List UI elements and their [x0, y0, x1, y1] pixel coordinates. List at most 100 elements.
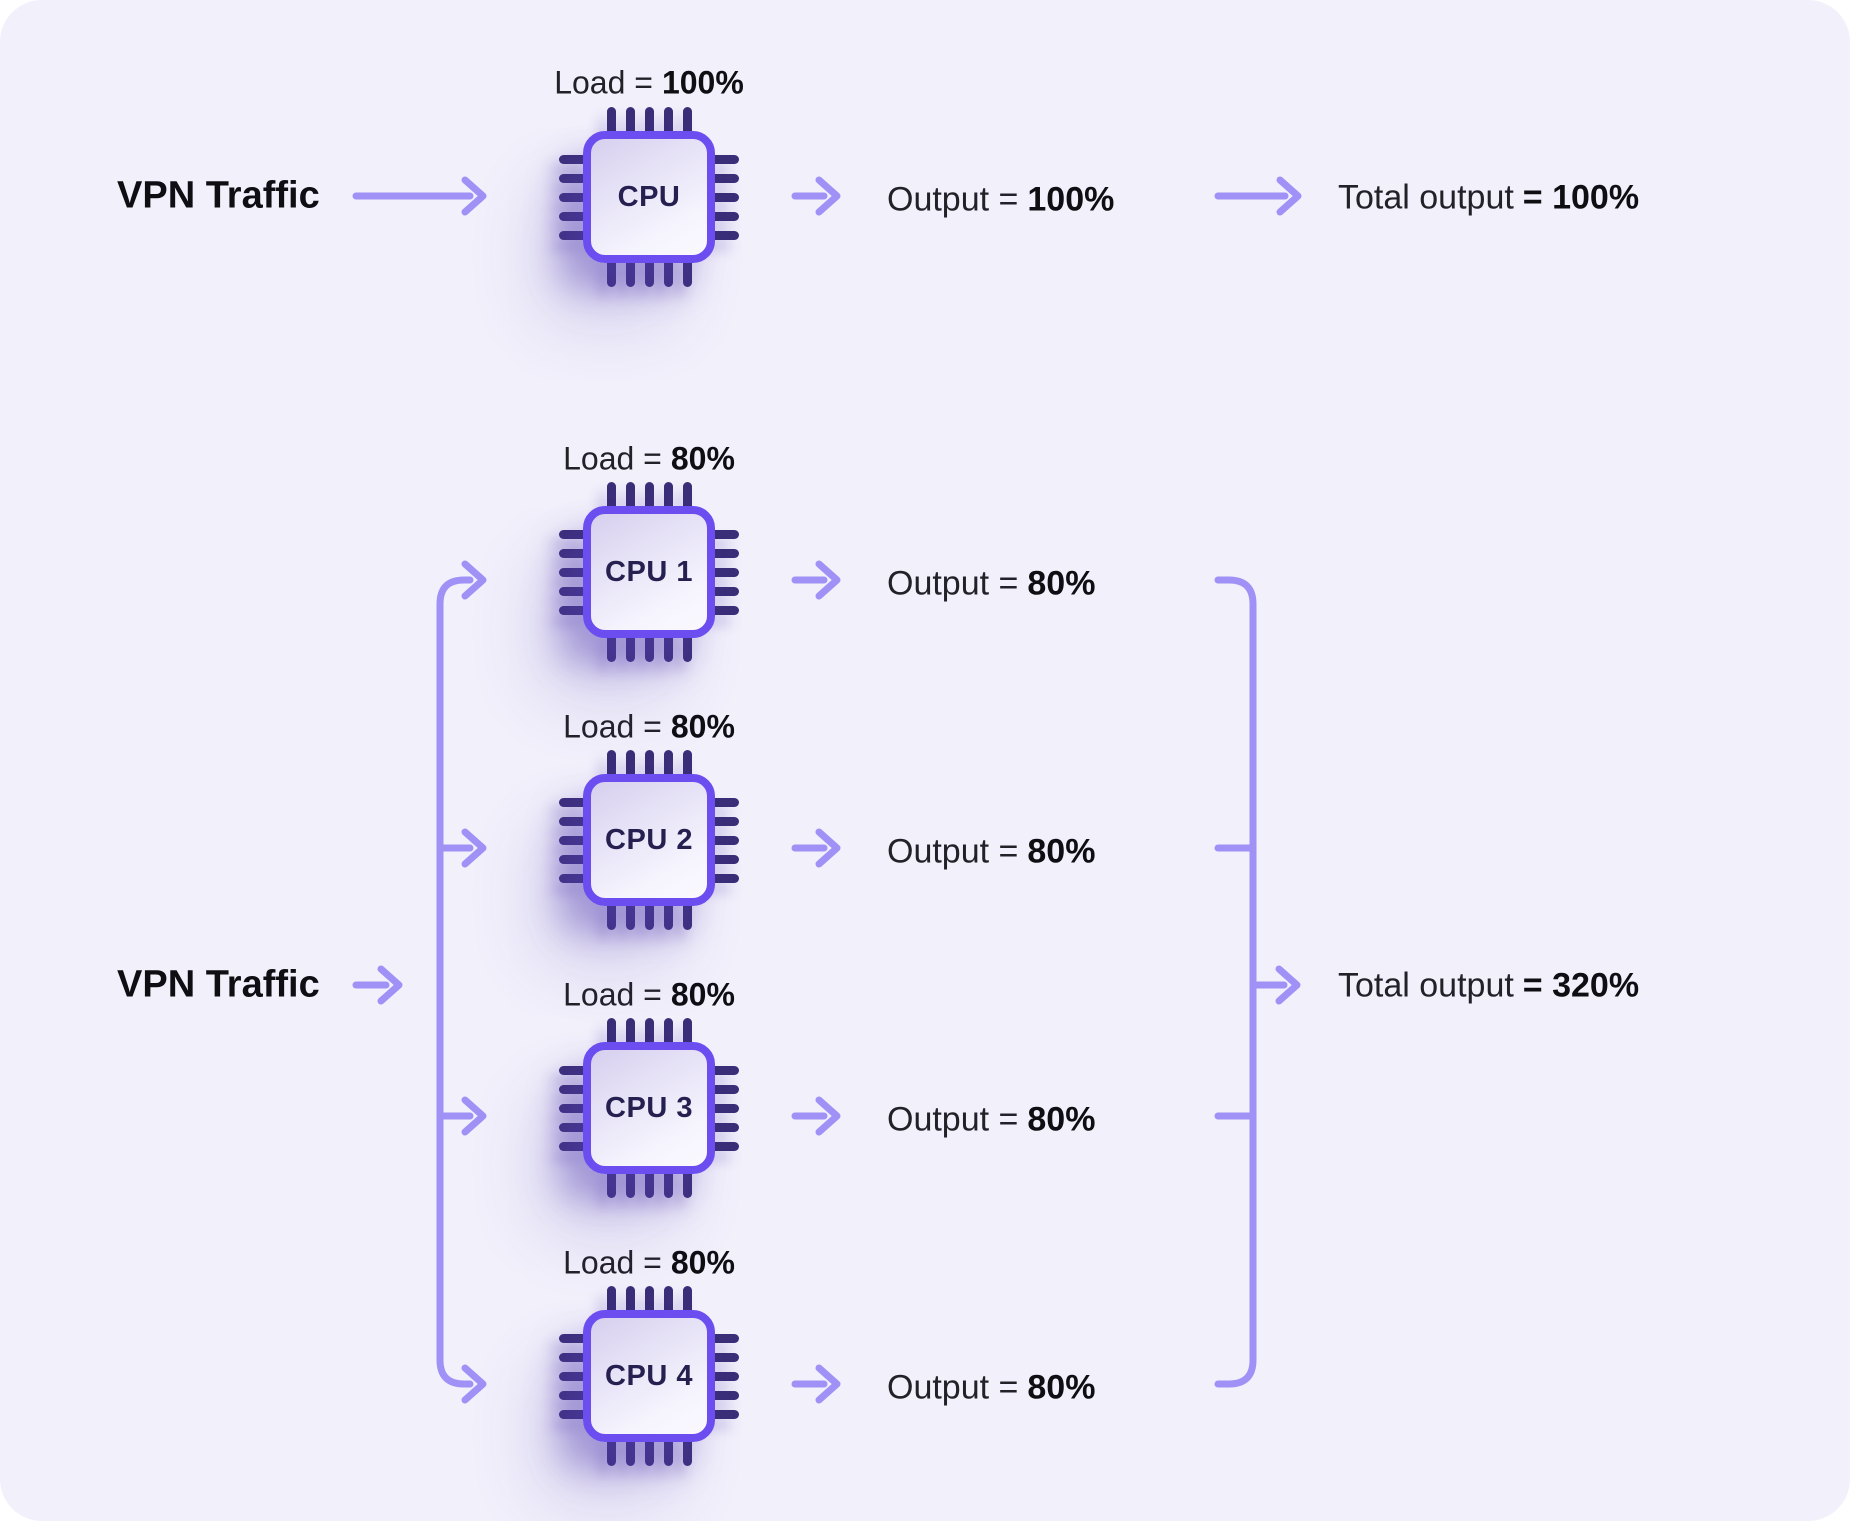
chip-pin	[559, 192, 589, 202]
load-label-cpu-4: Load =80%	[563, 1245, 735, 1282]
load-text: Load =	[563, 1244, 662, 1281]
output-value: 80%	[1027, 1368, 1096, 1407]
chip-pin	[709, 173, 739, 183]
cpu-chip-2: CPU 2	[559, 750, 739, 930]
chip-pin	[559, 173, 589, 183]
chip-pin	[559, 873, 589, 883]
chip-pin	[644, 1168, 654, 1198]
output-value: 80%	[1027, 1100, 1096, 1139]
chip-pin	[709, 154, 739, 164]
chip-pin	[709, 835, 739, 845]
chip-pin	[625, 900, 635, 930]
load-value: 100%	[661, 64, 744, 101]
chip-pin	[559, 529, 589, 539]
chip-pin	[606, 750, 616, 780]
chip-pin	[709, 211, 739, 221]
chip-pin	[625, 1286, 635, 1316]
chip-pin	[559, 835, 589, 845]
chip-pin	[625, 107, 635, 137]
output-text: Output =	[887, 564, 1019, 603]
chip-body: CPU 2	[583, 774, 715, 906]
chip-pin	[644, 750, 654, 780]
total-output-text: Total output	[1338, 178, 1514, 217]
load-text: Load =	[563, 708, 662, 745]
chip-pin	[709, 1084, 739, 1094]
chip-pin	[625, 750, 635, 780]
load-value: 80%	[670, 440, 735, 477]
chip-pin	[709, 605, 739, 615]
chip-pin	[682, 1436, 692, 1466]
chip-label: CPU 4	[605, 1359, 693, 1392]
chip-pin	[709, 230, 739, 240]
load-label-single: Load =100%	[554, 65, 744, 102]
chip-pin	[663, 257, 673, 287]
chip-pin	[559, 211, 589, 221]
chip-pin	[709, 586, 739, 596]
chip-pin	[606, 1286, 616, 1316]
vpn-traffic-label-multi: VPN Traffic	[117, 963, 320, 1006]
chip-pin	[709, 1065, 739, 1075]
chip-pin	[709, 1390, 739, 1400]
output-value: 80%	[1027, 832, 1096, 871]
chip-pin	[606, 257, 616, 287]
chip-pin	[682, 1018, 692, 1048]
chip-pin	[559, 230, 589, 240]
vpn-traffic-label-single: VPN Traffic	[117, 174, 320, 217]
chip-label: CPU 2	[605, 823, 693, 856]
cpu-chip-1: CPU 1	[559, 482, 739, 662]
total-output-label-multi: Total output= 320%	[1338, 967, 1639, 1006]
output-value: 80%	[1027, 564, 1096, 603]
cpu-chip-3: CPU 3	[559, 1018, 739, 1198]
chip-pin	[663, 1436, 673, 1466]
chip-pin	[682, 1286, 692, 1316]
chip-pin	[644, 482, 654, 512]
cpu-chip-single: CPU	[559, 107, 739, 287]
load-label-cpu-1: Load =80%	[563, 441, 735, 478]
chip-pin	[559, 797, 589, 807]
chip-pin	[559, 1390, 589, 1400]
chip-pin	[644, 257, 654, 287]
chip-label: CPU 3	[605, 1091, 693, 1124]
output-label-cpu-3: Output =80%	[887, 1101, 1095, 1140]
chip-pin	[559, 154, 589, 164]
chip-body: CPU 4	[583, 1310, 715, 1442]
chip-pin	[709, 1103, 739, 1113]
chip-pin	[644, 900, 654, 930]
chip-pin	[709, 1409, 739, 1419]
chip-pin	[709, 548, 739, 558]
chip-pin	[682, 482, 692, 512]
load-value: 80%	[670, 708, 735, 745]
chip-pin	[709, 1352, 739, 1362]
chip-pin	[709, 816, 739, 826]
chip-pin	[644, 632, 654, 662]
chip-pin	[709, 1122, 739, 1132]
chip-pin	[709, 1333, 739, 1343]
chip-pin	[559, 1371, 589, 1381]
chip-pin	[709, 1371, 739, 1381]
chip-pin	[709, 854, 739, 864]
chip-pin	[559, 1409, 589, 1419]
chip-pin	[709, 529, 739, 539]
total-output-text: Total output	[1338, 966, 1514, 1005]
chip-pin	[606, 632, 616, 662]
output-value: 100%	[1027, 180, 1115, 219]
chip-pin	[625, 1436, 635, 1466]
chip-body: CPU 1	[583, 506, 715, 638]
chip-pin	[644, 1436, 654, 1466]
chip-pin	[709, 192, 739, 202]
chip-pin	[559, 854, 589, 864]
chip-pin	[644, 1286, 654, 1316]
output-label-cpu-4: Output =80%	[887, 1369, 1095, 1408]
cpu-chip-4: CPU 4	[559, 1286, 739, 1466]
chip-pin	[682, 900, 692, 930]
chip-body: CPU	[583, 131, 715, 263]
chip-pin	[663, 750, 673, 780]
chip-pin	[559, 1141, 589, 1151]
output-label-single: Output =100%	[887, 181, 1114, 220]
chip-pin	[559, 548, 589, 558]
output-label-cpu-1: Output =80%	[887, 565, 1095, 604]
chip-pin	[606, 1436, 616, 1466]
load-value: 80%	[670, 1244, 735, 1281]
output-text: Output =	[887, 832, 1019, 871]
